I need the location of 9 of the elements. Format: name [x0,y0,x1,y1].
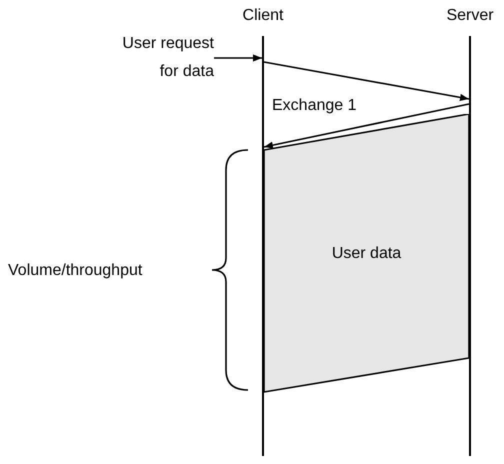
arrow [214,54,262,62]
data-block [264,114,469,394]
measure-label: Volume/throughput [8,261,142,281]
request-text: User request for data [109,30,214,86]
lifeline [262,36,264,456]
arrow [264,61,470,101]
block-label: User data [332,244,402,264]
lifeline [469,36,471,456]
arrow [264,103,470,149]
